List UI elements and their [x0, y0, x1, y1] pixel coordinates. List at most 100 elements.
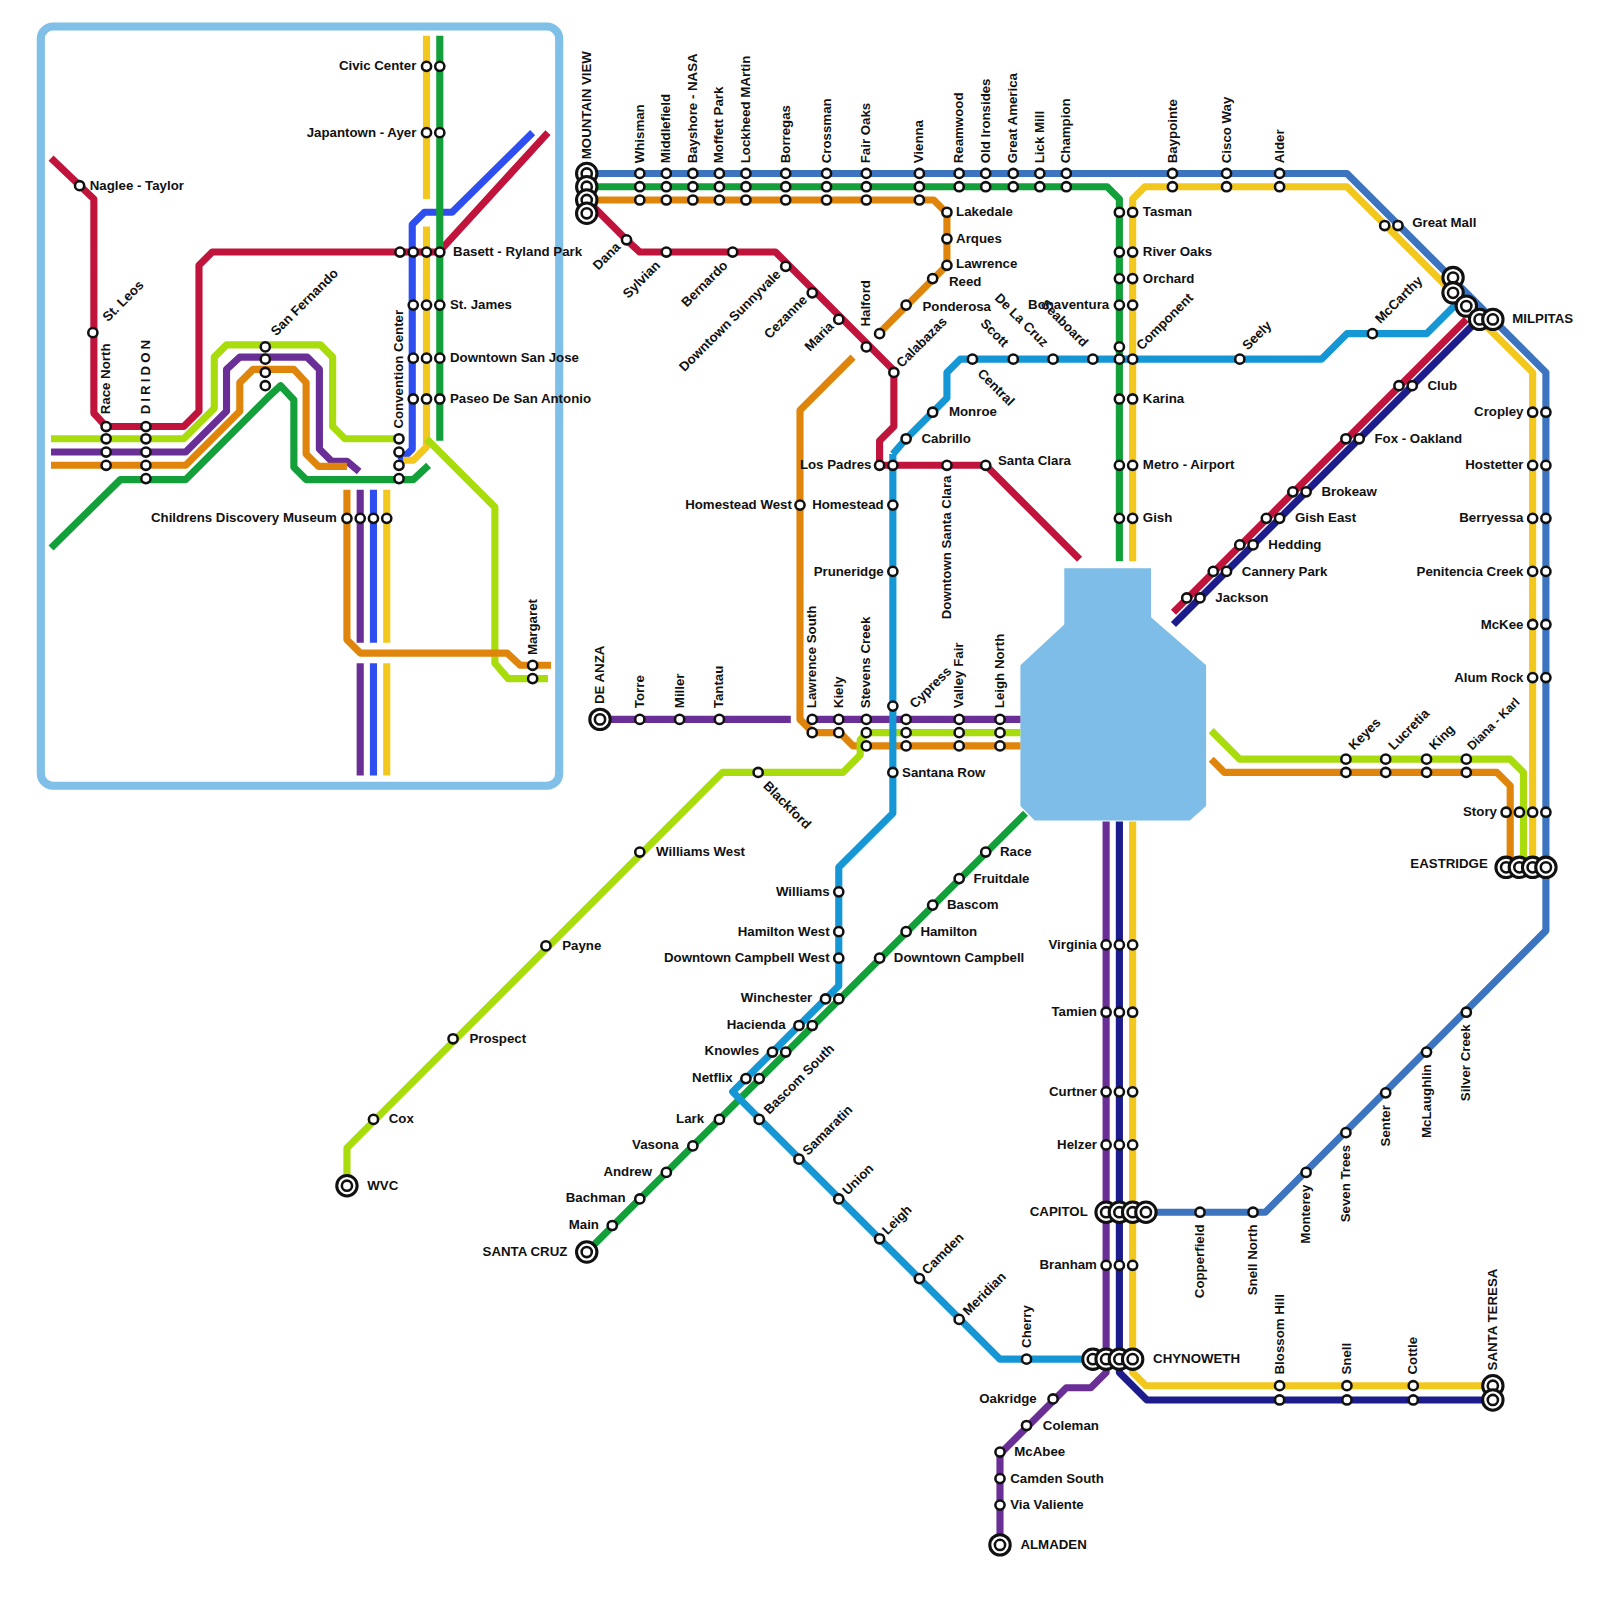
station-label: Downtown Santa Clara [939, 476, 955, 620]
station-dot [1128, 274, 1137, 283]
station-dot [1235, 540, 1244, 549]
station-label: River Oaks [1143, 244, 1212, 260]
station-dot [1341, 768, 1350, 777]
station-label: St. Leos [99, 277, 147, 325]
station-label: Seely [1239, 318, 1275, 354]
station-label: Cabrillo [921, 431, 970, 447]
station-dot [902, 301, 911, 310]
station-dot [741, 1074, 750, 1083]
station-dot [261, 368, 270, 377]
station-dot [1168, 169, 1177, 178]
station-dot [995, 728, 1004, 737]
terminal-ring [1136, 1202, 1156, 1222]
station-label: Bachman [566, 1190, 626, 1206]
terminal-ring [577, 203, 597, 223]
station-label: Childrens Discovery Museum [151, 510, 337, 526]
station-dot [862, 741, 871, 750]
station-dot [1408, 381, 1417, 390]
station-dot [409, 301, 418, 310]
station-dot [1128, 247, 1137, 256]
station-dot [942, 461, 951, 470]
station-dot [1528, 620, 1537, 629]
station-label: Lark [676, 1111, 704, 1127]
station-dot [834, 994, 843, 1003]
station-label: Santana Row [902, 764, 985, 780]
station-dot [915, 182, 924, 191]
station-dot [715, 715, 724, 724]
station-label: Fox - Oakland [1374, 431, 1462, 447]
station-label: Orchard [1143, 270, 1195, 286]
station-label: WVC [367, 1178, 398, 1194]
station-label: Moffett Park [711, 87, 727, 164]
station-dot [995, 741, 1004, 750]
station-label: Cezanne [761, 292, 811, 342]
station-dot [942, 208, 951, 217]
station-dot [794, 1155, 803, 1164]
station-label: Via Valiente [1010, 1497, 1084, 1513]
station-dot [862, 342, 871, 351]
station-label: Brokeaw [1321, 484, 1376, 500]
station-dot [635, 195, 644, 204]
station-dot [1195, 593, 1204, 602]
station-dot [875, 461, 884, 470]
station-dot [75, 181, 84, 190]
terminal-dot [1141, 1207, 1151, 1217]
station-dot [915, 195, 924, 204]
station-label: St. James [450, 297, 512, 313]
station-label: Cropley [1474, 404, 1523, 420]
station-dot [622, 235, 631, 244]
station-label: Keyes [1345, 715, 1384, 754]
station-dot [808, 728, 817, 737]
transit-line [400, 133, 533, 462]
station-dot [862, 195, 871, 204]
terminal-ring [990, 1535, 1010, 1555]
station-dot [1102, 940, 1111, 949]
station-label: Andrew [603, 1163, 652, 1179]
station-dot [1128, 301, 1137, 310]
station-dot [728, 247, 737, 256]
terminal-ring [337, 1176, 357, 1196]
station-label: Leigh North [992, 634, 1008, 708]
station-dot [902, 434, 911, 443]
station-dot [261, 381, 270, 390]
station-label: King [1426, 721, 1458, 753]
station-dot [688, 195, 697, 204]
station-dot [662, 1168, 671, 1177]
station-dot [1541, 620, 1550, 629]
station-dot [822, 195, 831, 204]
station-dot [1528, 461, 1537, 470]
station-dot [715, 169, 724, 178]
transit-line [587, 200, 1080, 559]
station-dot [435, 301, 444, 310]
station-label: Cottle [1405, 1337, 1421, 1375]
station-dot [1541, 673, 1550, 682]
transit-line [51, 357, 359, 471]
station-label: Meridian [960, 1269, 1010, 1319]
station-dot [1128, 1140, 1137, 1149]
station-label: DE ANZA [592, 646, 608, 704]
station-label: Sylvian [620, 257, 664, 301]
station-label: Story [1463, 804, 1497, 820]
station-dot [409, 394, 418, 403]
station-dot [888, 501, 897, 510]
station-dot [875, 954, 884, 963]
station-dot [1209, 567, 1218, 576]
station-dot [1035, 169, 1044, 178]
station-label: Hostetter [1465, 457, 1523, 473]
station-dot [1381, 755, 1390, 764]
station-dot [915, 169, 924, 178]
transit-line [1133, 187, 1533, 868]
station-dot [875, 329, 884, 338]
transit-line [51, 369, 347, 466]
station-dot [1009, 169, 1018, 178]
station-dot [928, 274, 937, 283]
station-dot [875, 1234, 884, 1243]
station-dot [981, 847, 990, 856]
station-dot [955, 715, 964, 724]
station-dot [1128, 355, 1137, 364]
station-dot [261, 355, 270, 364]
station-dot [862, 728, 871, 737]
station-dot [1168, 182, 1177, 191]
station-dot [1262, 514, 1271, 523]
station-dot [1368, 329, 1377, 338]
